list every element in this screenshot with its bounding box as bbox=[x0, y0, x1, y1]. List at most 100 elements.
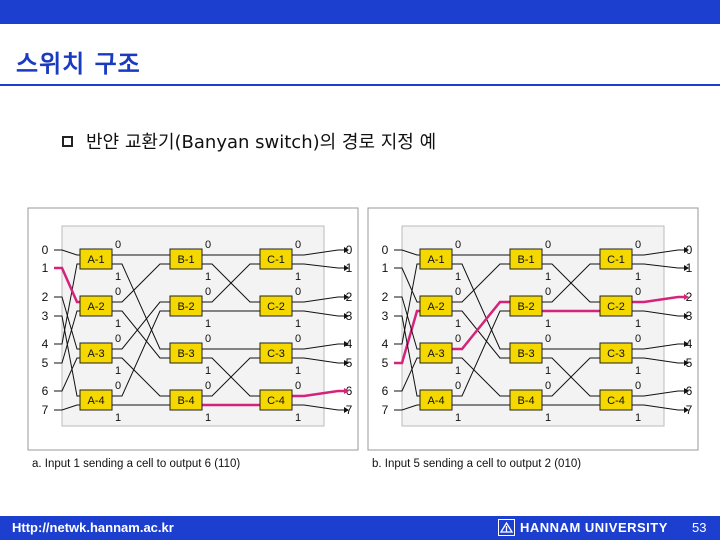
checkbox-bullet-icon bbox=[62, 135, 73, 147]
output-arrow-icon bbox=[344, 360, 349, 366]
switch-box-C-3 bbox=[599, 342, 633, 364]
output-label-7: 7 bbox=[346, 403, 353, 417]
port-1-label: 1 bbox=[455, 318, 461, 330]
input-label-5: 5 bbox=[382, 356, 389, 370]
port-1-label: 1 bbox=[295, 365, 301, 377]
output-arrow-icon bbox=[344, 313, 349, 319]
port-0-label: 0 bbox=[545, 286, 551, 298]
switch-label-A-4: A-4 bbox=[427, 395, 444, 407]
stage2-wire bbox=[542, 263, 600, 303]
stage1-wire bbox=[452, 310, 510, 397]
switch-label-C-3: C-3 bbox=[607, 348, 625, 360]
input-label-2: 2 bbox=[382, 290, 389, 304]
port-0-label: 0 bbox=[295, 286, 301, 298]
port-1-label: 1 bbox=[455, 365, 461, 377]
port-1-label: 1 bbox=[635, 412, 641, 424]
port-1-label: 1 bbox=[635, 271, 641, 283]
switch-box-C-3 bbox=[259, 342, 293, 364]
switch-box-B-1 bbox=[169, 248, 203, 270]
input-label-7: 7 bbox=[382, 403, 389, 417]
switch-box-C-4 bbox=[259, 389, 293, 411]
switch-label-C-2: C-2 bbox=[267, 301, 285, 313]
port-1-label: 1 bbox=[205, 365, 211, 377]
port-1-label: 1 bbox=[115, 412, 121, 424]
stage1-wire bbox=[112, 310, 170, 359]
switch-label-B-4: B-4 bbox=[177, 395, 194, 407]
switch-label-A-3: A-3 bbox=[427, 348, 444, 360]
banyan-diagram-b: 0011223344556677A-101A-201A-301A-401B-10… bbox=[367, 207, 699, 470]
stage1-wire bbox=[452, 310, 510, 359]
switch-label-B-2: B-2 bbox=[177, 301, 194, 313]
port-1-label: 1 bbox=[455, 271, 461, 283]
banyan-switch-figure: 0011223344556677A-101A-201A-301A-401B-10… bbox=[27, 207, 699, 470]
diagram-caption: a. Input 1 sending a cell to output 6 (1… bbox=[32, 458, 240, 470]
port-0-label: 0 bbox=[635, 239, 641, 251]
input-wire bbox=[54, 296, 80, 350]
switch-box-B-2 bbox=[509, 295, 543, 317]
output-arrow-icon bbox=[344, 265, 349, 271]
output-arrow-icon bbox=[684, 313, 689, 319]
port-0-label: 0 bbox=[205, 239, 211, 251]
input-wire bbox=[54, 315, 80, 397]
input-wire bbox=[394, 296, 420, 350]
switch-box-C-2 bbox=[599, 295, 633, 317]
switch-box-B-2 bbox=[169, 295, 203, 317]
input-label-1: 1 bbox=[42, 261, 49, 275]
switch-box-C-4 bbox=[599, 389, 633, 411]
output-label-0: 0 bbox=[346, 243, 353, 257]
input-wire bbox=[394, 267, 420, 303]
output-arrow-icon bbox=[684, 265, 689, 271]
input-wire bbox=[394, 249, 420, 256]
switch-label-A-3: A-3 bbox=[87, 348, 104, 360]
switch-box-A-3 bbox=[79, 342, 113, 364]
output-label-6: 6 bbox=[346, 384, 353, 398]
port-0-label: 0 bbox=[295, 333, 301, 345]
port-1-label: 1 bbox=[545, 271, 551, 283]
output-wire bbox=[292, 357, 344, 364]
switch-box-A-4 bbox=[79, 389, 113, 411]
switch-label-C-3: C-3 bbox=[267, 348, 285, 360]
output-label-6: 6 bbox=[686, 384, 693, 398]
port-0-label: 0 bbox=[115, 239, 121, 251]
switch-label-A-2: A-2 bbox=[87, 301, 104, 313]
input-wire bbox=[54, 263, 80, 345]
output-arrow-icon bbox=[344, 294, 349, 300]
top-accent-bar bbox=[0, 0, 720, 24]
output-label-2: 2 bbox=[686, 290, 693, 304]
stage1-wire bbox=[112, 263, 170, 303]
stage1-wire bbox=[112, 263, 170, 350]
switch-box-B-3 bbox=[509, 342, 543, 364]
port-1-label: 1 bbox=[295, 412, 301, 424]
input-wire bbox=[54, 310, 80, 364]
input-label-6: 6 bbox=[382, 384, 389, 398]
input-label-6: 6 bbox=[42, 384, 49, 398]
output-wire bbox=[632, 390, 684, 397]
output-arrow-icon bbox=[344, 247, 349, 253]
port-1-label: 1 bbox=[115, 318, 121, 330]
switch-label-A-2: A-2 bbox=[427, 301, 444, 313]
output-wire bbox=[632, 295, 684, 304]
switch-box-A-4 bbox=[419, 389, 453, 411]
input-wire bbox=[394, 263, 420, 345]
output-wire bbox=[632, 249, 684, 256]
switch-label-A-1: A-1 bbox=[427, 254, 444, 266]
output-wire bbox=[292, 404, 344, 411]
port-0-label: 0 bbox=[455, 380, 461, 392]
output-label-3: 3 bbox=[686, 309, 693, 323]
port-1-label: 1 bbox=[205, 318, 211, 330]
switch-label-B-1: B-1 bbox=[517, 254, 534, 266]
input-label-0: 0 bbox=[382, 243, 389, 257]
port-0-label: 0 bbox=[205, 380, 211, 392]
switch-label-C-1: C-1 bbox=[607, 254, 625, 266]
stage1-wire bbox=[452, 357, 510, 397]
switch-label-B-3: B-3 bbox=[177, 348, 194, 360]
output-label-7: 7 bbox=[686, 403, 693, 417]
output-arrow-icon bbox=[684, 341, 689, 347]
switch-box-B-3 bbox=[169, 342, 203, 364]
port-0-label: 0 bbox=[115, 286, 121, 298]
switch-box-A-2 bbox=[419, 295, 453, 317]
output-wire bbox=[292, 263, 344, 269]
input-label-1: 1 bbox=[382, 261, 389, 275]
output-arrow-icon bbox=[684, 360, 689, 366]
port-0-label: 0 bbox=[115, 380, 121, 392]
